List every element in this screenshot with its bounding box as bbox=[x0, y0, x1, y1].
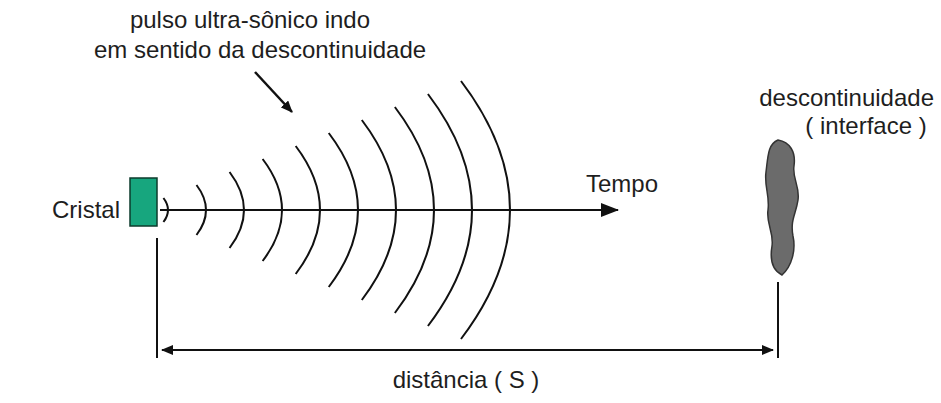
caption-text: pulso ultra-sônico indo bbox=[130, 6, 370, 34]
extension-line bbox=[777, 282, 779, 358]
extension-line bbox=[156, 238, 158, 358]
part-label: descontinuidade bbox=[759, 84, 934, 112]
part-label: Cristal bbox=[52, 196, 120, 224]
axis-label: Tempo bbox=[586, 170, 658, 198]
crystal-symbol bbox=[130, 178, 157, 226]
dimension-arrow bbox=[162, 349, 773, 351]
discontinuity-blob bbox=[766, 140, 799, 275]
pointer-arrow bbox=[255, 72, 292, 112]
part-label: ( interface ) bbox=[805, 112, 926, 140]
time-arrow bbox=[160, 209, 618, 211]
dimension-label: distância ( S ) bbox=[393, 366, 540, 394]
caption-text: em sentido da descontinuidade bbox=[94, 36, 426, 64]
